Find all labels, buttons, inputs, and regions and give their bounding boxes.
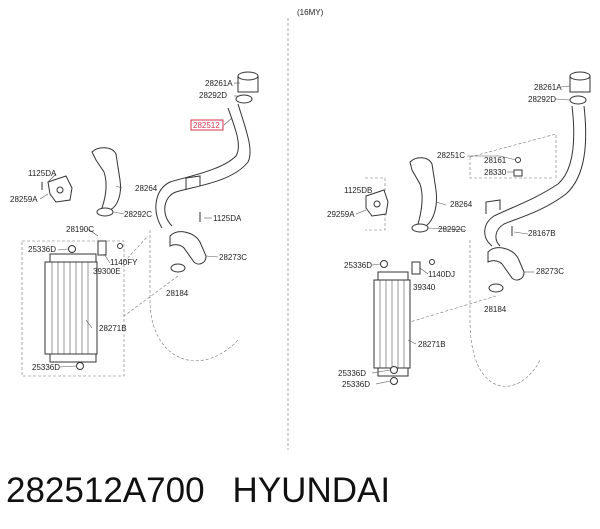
left-label-28292D: 28292D: [199, 91, 227, 100]
right-sensor: [411, 261, 421, 275]
left-label-28184: 28184: [166, 289, 189, 298]
left-lower-hose: [169, 231, 207, 265]
left-pipe-bracket: [185, 175, 201, 190]
right-grommet-top: [380, 260, 388, 268]
right-clamp-28292D: [569, 95, 587, 105]
right-label-28161: 28161: [484, 156, 507, 165]
right-assembly: 28261A 28292D 28251C 28161 28330 1125DB …: [327, 71, 591, 389]
right-label-29259A: 29259A: [327, 210, 355, 219]
left-label-39300E: 39300E: [93, 267, 121, 276]
right-label-28271B: 28271B: [418, 340, 446, 349]
parts-diagram: (16MY): [10, 8, 591, 450]
left-pipe-clamp-28292D: [235, 94, 253, 104]
right-label-28167B: 28167B: [528, 229, 556, 238]
left-label-28259A: 28259A: [10, 195, 38, 204]
left-clamp-28292C: [96, 207, 114, 217]
right-label-28251C: 28251C: [437, 151, 465, 160]
left-label-1125DA-top: 1125DA: [28, 169, 57, 178]
right-coupler-28261A: [569, 71, 591, 93]
left-highlight-box: [190, 119, 224, 131]
right-nut-28330: [513, 169, 523, 177]
left-label-25336D-top: 25336D: [28, 245, 56, 254]
right-intercooler-core: [373, 271, 411, 377]
right-label-28330: 28330: [484, 168, 507, 177]
left-label-28261A: 28261A: [205, 79, 233, 88]
right-label-25336D-bottom: 25336D: [342, 380, 370, 389]
left-label-28264: 28264: [135, 184, 158, 193]
left-charge-pipe-282512: [164, 103, 251, 227]
left-label-1140FY: 1140FY: [110, 258, 138, 267]
right-label-28264: 28264: [450, 200, 473, 209]
right-bolt-28161: [515, 157, 521, 163]
right-label-28292D: 28292D: [528, 95, 556, 104]
left-intercooler-frame: [21, 240, 125, 377]
right-pipe-bracket: [485, 199, 501, 214]
right-clamp-28184: [488, 283, 504, 293]
right-label-28292C: 28292C: [438, 225, 466, 234]
right-lower-hose: [487, 247, 525, 281]
right-label-28261A: 28261A: [534, 83, 562, 92]
caption: 282512A700 HYUNDAI: [6, 466, 390, 516]
left-grommet-bottom: [76, 362, 84, 370]
left-label-1125DA-right: 1125DA: [213, 214, 242, 223]
left-sensor: [97, 240, 107, 256]
left-coupler-28261A: [237, 71, 259, 93]
caption-brand: HYUNDAI: [232, 471, 391, 510]
right-label-28273C: 28273C: [536, 267, 564, 276]
right-label-28184: 28184: [484, 305, 507, 314]
right-clamp-28292C: [411, 223, 429, 233]
right-label-25336D-top: 25336D: [344, 261, 372, 270]
left-intercooler-core: [44, 253, 98, 363]
left-label-28271B: 28271B: [99, 324, 127, 333]
left-label-25336D-bottom: 25336D: [32, 363, 60, 372]
right-charge-pipe: [484, 105, 575, 247]
left-label-28190C: 28190C: [66, 225, 94, 234]
variant-label: (16MY): [297, 8, 324, 17]
left-clamp-28184: [170, 263, 186, 273]
right-label-1125DB: 1125DB: [344, 186, 372, 195]
right-grommet-bottom: [390, 377, 398, 385]
left-label-28273C: 28273C: [219, 253, 247, 262]
right-label-1140DJ: 1140DJ: [428, 270, 455, 279]
left-inlet-hose: [91, 147, 121, 211]
right-label-25336D-mid: 25336D: [338, 369, 366, 378]
right-grommet-mid: [390, 366, 398, 374]
left-label-28292C: 28292C: [124, 210, 152, 219]
caption-part-number: 282512A700: [6, 471, 205, 510]
right-label-39340: 39340: [413, 283, 436, 292]
left-assembly: 28261A 28292D 282512 1125DA 28259A 28264…: [10, 71, 259, 377]
right-inlet-hose: [409, 157, 437, 227]
left-grommet-top: [68, 245, 76, 253]
left-label-282512: 282512: [193, 121, 220, 130]
